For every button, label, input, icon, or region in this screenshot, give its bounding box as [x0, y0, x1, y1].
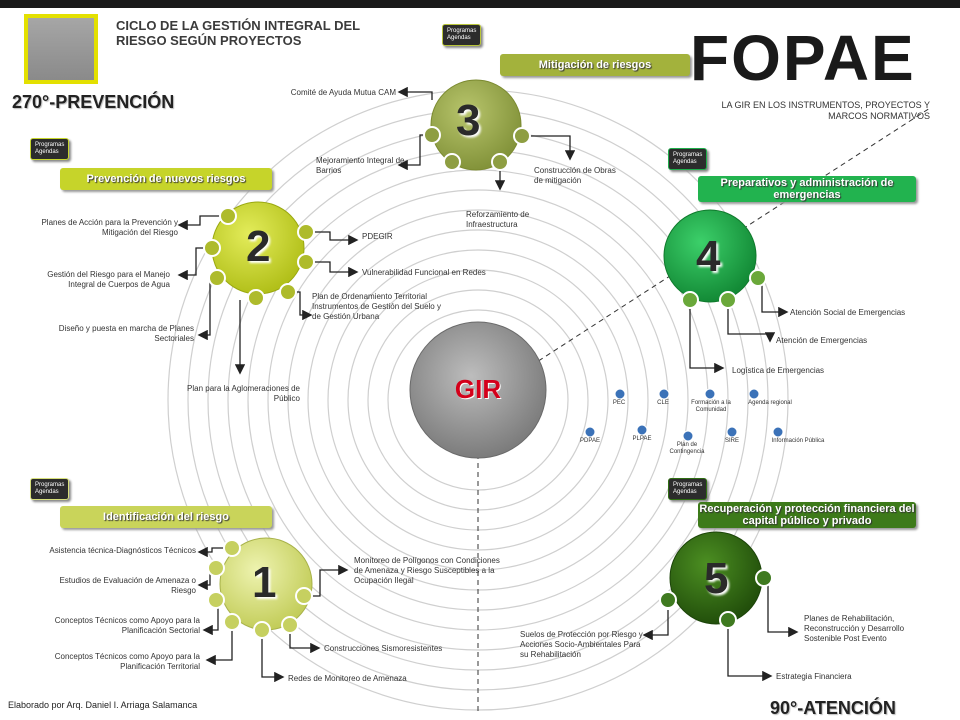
instrument-informacion-publica: Información Pública: [771, 438, 825, 444]
label-asistencia: Asistencia técnica-Diagnósticos Técnicos: [49, 546, 196, 555]
instrument-sire: SIRE: [724, 438, 739, 444]
gir-sphere: [409, 321, 547, 459]
label-diseno-planes: Diseño y puesta en marcha de Planes Sect…: [58, 324, 194, 343]
brand-subtitle: LA GIR EN LOS INSTRUMENTOS, PROYECTOS Y …: [721, 100, 930, 121]
label-construccion-obras: Construcción de Obras de mitigación: [534, 166, 616, 185]
label-atencion-emergencias: Atención de Emergencias: [776, 336, 868, 345]
label-plan-aglomeraciones: Plan para la Aglomeraciones de Público: [187, 384, 300, 403]
instrument-formacion: Formación a la Comunidad: [691, 400, 731, 413]
node-4-number: 4: [696, 232, 721, 281]
instrument-cle: CLE: [657, 400, 669, 406]
label-estudios: Estudios de Evaluación de Amenaza o Ries…: [59, 576, 196, 595]
label-reforzamiento: Reforzamiento de Infraestructura: [466, 210, 530, 229]
label-monitoreo-poligonos: Monitoreo de Polígonos con Condiciones d…: [354, 556, 500, 585]
label-construcciones-sismo: Construcciones Sismoresistentes: [324, 644, 443, 653]
instrument-agenda-regional: Agenda regional: [748, 400, 792, 406]
label-pdegir: PDEGIR: [362, 232, 393, 241]
ribbon-mitigacion[interactable]: Mitigación de riesgos: [500, 54, 690, 76]
node-1-number: 1: [252, 558, 277, 607]
label-mejoramiento: Mejoramiento Integral de Barrios: [316, 156, 405, 175]
label-gestion-agua: Gestión del Riesgo para el Manejo Integr…: [47, 270, 170, 289]
node-5-group: [659, 531, 773, 629]
label-atencion-social: Atención Social de Emergencias: [790, 308, 906, 317]
node-3-number: 3: [456, 96, 481, 145]
node-4-group: [663, 209, 767, 309]
node-2-group: [203, 201, 315, 307]
label-suelos-proteccion: Suelos de Protección por Riesgo y Accion…: [520, 630, 643, 659]
ribbon-recuperacion[interactable]: Recuperación y protección financiera del…: [698, 502, 916, 528]
instrument-pdpae: PDPAE: [580, 438, 600, 444]
instrument-dots: [584, 388, 784, 442]
label-vulnerabilidad: Vulnerabilidad Funcional en Redes: [362, 268, 486, 277]
label-logistica: Logística de Emergencias: [732, 366, 825, 375]
label-conceptos-sectorial: Conceptos Técnicos como Apoyo para la Pl…: [54, 616, 200, 635]
label-conceptos-territorial: Conceptos Técnicos como Apoyo para la Pl…: [54, 652, 200, 671]
node-5-number: 5: [704, 554, 729, 603]
cycle-title: CICLO DE LA GESTIÓN INTEGRAL DEL RIESGO …: [116, 18, 360, 48]
label-redes-monitoreo: Redes de Monitoreo de Amenaza: [288, 674, 407, 683]
instrument-pec: PEC: [612, 400, 626, 406]
ribbon-identificacion[interactable]: Identificación del riesgo: [60, 506, 272, 528]
label-planes-rehabilitacion: Planes de Rehabilitación, Reconstrucción…: [804, 614, 905, 643]
logo-box: [24, 14, 98, 84]
brand-title: FOPAE: [690, 22, 916, 94]
instrument-plan-contingencia: Plan de Contingencia: [669, 442, 705, 455]
prevention-label: 270°-PREVENCIÓN: [12, 92, 175, 112]
node-3-group: [423, 79, 531, 171]
node-1-group: [207, 537, 313, 639]
gir-label: GIR: [454, 374, 502, 404]
instrument-plpae: PLPAE: [632, 436, 652, 442]
ribbon-preparativos[interactable]: Preparativos y administración de emergen…: [698, 176, 916, 202]
top-bar: [0, 0, 960, 8]
label-plan-ordenamiento: Plan de Ordenamiento Territorial Instrum…: [312, 292, 441, 321]
attention-label: 90°-ATENCIÓN: [770, 698, 896, 718]
node-2-number: 2: [246, 222, 271, 271]
label-planes-accion: Planes de Acción para la Prevención y Mi…: [41, 218, 178, 237]
label-comite: Comité de Ayuda Mutua CAM: [290, 88, 396, 97]
ribbon-prevencion[interactable]: Prevención de nuevos riesgos: [60, 168, 272, 190]
author-credit: Elaborado por Arq. Daniel I. Arriaga Sal…: [8, 700, 198, 710]
label-estrategia-financiera: Estrategia Financiera: [776, 672, 852, 681]
